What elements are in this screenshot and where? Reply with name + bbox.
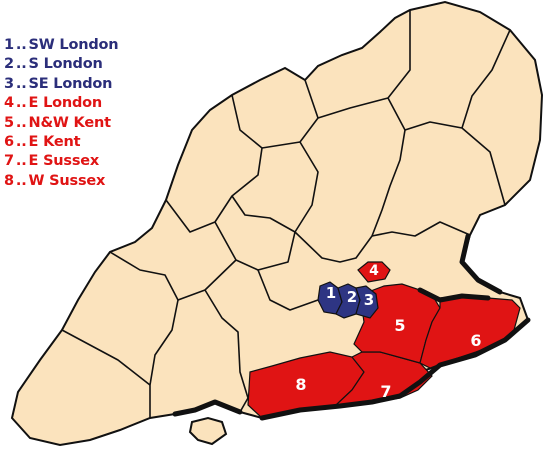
region-label-8: 8: [295, 375, 306, 394]
legend-number: 5: [4, 114, 14, 131]
legend-number: 8: [4, 172, 14, 189]
region-label-2: 2: [347, 288, 357, 306]
legend-number: 6: [4, 134, 14, 151]
legend-item: 3..SE London: [4, 75, 118, 94]
legend-item: 7..E Sussex: [4, 152, 118, 171]
legend-name: S London: [28, 56, 103, 73]
legend-name: W Sussex: [28, 172, 106, 189]
legend-number: 7: [4, 153, 14, 170]
region-label-5: 5: [394, 316, 405, 335]
legend-item: 4..E London: [4, 94, 118, 113]
legend-item: 1..SW London: [4, 36, 119, 55]
legend-name: N&W Kent: [28, 114, 111, 131]
legend-name: SE London: [28, 75, 113, 92]
county-boundaries: [61, 10, 511, 418]
legend-item: 8..W Sussex: [4, 172, 118, 191]
region-label-3: 3: [364, 291, 374, 309]
legend-number: 4: [4, 95, 14, 112]
legend-name: E Sussex: [28, 153, 100, 170]
legend-separator: ..: [15, 56, 27, 73]
region-label-4: 4: [369, 263, 379, 279]
legend-name: E Kent: [28, 134, 81, 151]
region-label-1: 1: [326, 284, 336, 302]
coastline: [172, 233, 531, 421]
legend-name: SW London: [28, 37, 119, 53]
legend-number: 3: [4, 75, 14, 92]
legend-number: 2: [4, 56, 14, 73]
legend-separator: ..: [15, 95, 27, 112]
region-4-e-london: [357, 261, 391, 283]
legend-separator: ..: [15, 134, 27, 151]
isle-of-wight: [188, 416, 228, 446]
legend-number: 1: [4, 37, 14, 53]
region-label-6: 6: [470, 331, 481, 350]
legend-separator: ..: [15, 172, 27, 189]
legend-separator: ..: [15, 37, 27, 53]
legend-separator: ..: [15, 114, 27, 131]
legend-separator: ..: [15, 75, 27, 92]
legend-item: 6..E Kent: [4, 133, 118, 152]
region-3-se-london: [355, 285, 379, 319]
legend-name: E London: [28, 95, 103, 112]
legend-item: 2..S London: [4, 55, 118, 74]
legend-separator: ..: [15, 153, 27, 170]
legend-item: 5..N&W Kent: [4, 114, 118, 133]
region-label-7: 7: [380, 382, 391, 401]
